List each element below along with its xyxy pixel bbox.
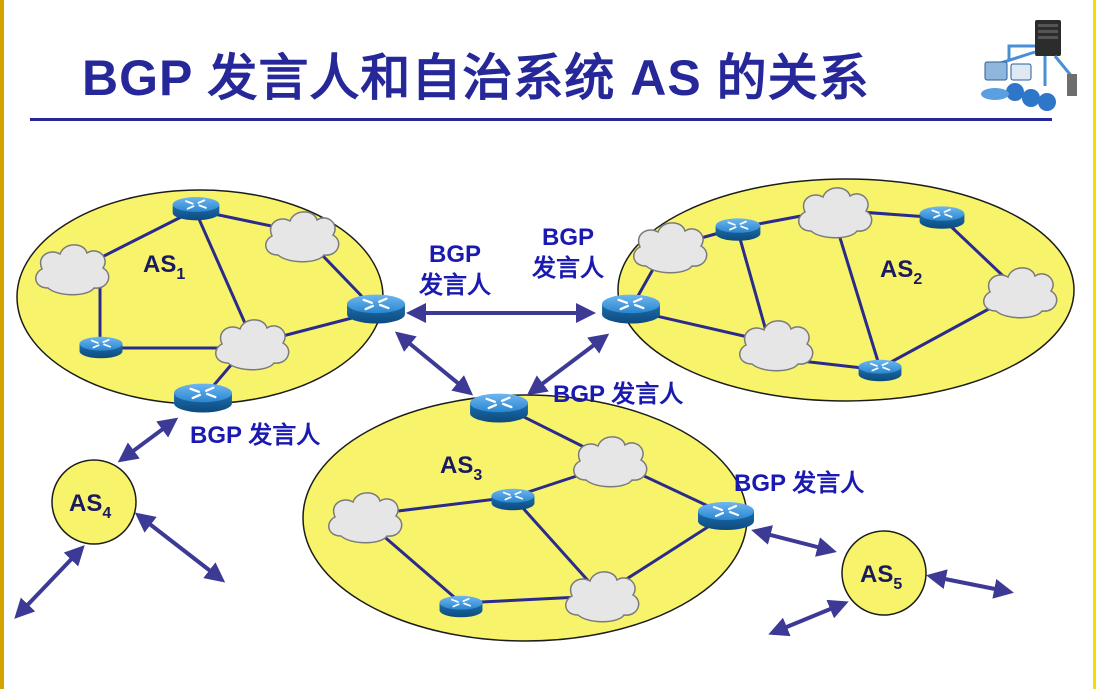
- page-title: BGP 发言人和自治系统 AS 的关系: [82, 50, 870, 106]
- router-icon: [857, 358, 903, 383]
- router-icon: [490, 487, 536, 512]
- router-icon: [78, 335, 124, 360]
- bgp-speaker-label-as1-right-line1: BGP: [429, 241, 481, 268]
- as5-region: [841, 530, 927, 616]
- bgp-link-as4-out2: [134, 512, 226, 583]
- bgp-speaker-label-as3-top: BGP 发言人: [553, 380, 683, 408]
- router-icon: [600, 293, 662, 325]
- bgp-arrows: [14, 303, 1014, 637]
- bgp-speaker-label-as3-right: BGP 发言人: [734, 469, 864, 497]
- as4-region: [51, 459, 137, 545]
- router-icon: [468, 392, 530, 424]
- router-icon: [918, 205, 966, 230]
- bgp-link-as5-out1: [926, 569, 1014, 599]
- network-servers-icon: [981, 20, 1077, 111]
- router-icon: [171, 196, 221, 222]
- bgp-speaker-label-as1-bottom: BGP 发言人: [190, 421, 320, 449]
- as5-label: AS5: [860, 561, 902, 593]
- bgp-speaker-label-as1-right-line2: 发言人: [418, 271, 491, 299]
- bgp-link-as4-out1: [14, 545, 85, 619]
- bgp-link-as1-as4: [117, 417, 179, 463]
- router-icon: [438, 594, 484, 619]
- router-icon: [714, 217, 762, 242]
- as4-label: AS4: [69, 490, 111, 522]
- as3-label: AS3: [440, 452, 482, 484]
- title-underline: [30, 118, 1052, 121]
- bgp-speaker-label-as2-left-line1: BGP: [542, 224, 594, 251]
- network-cloud-icon: [633, 222, 708, 274]
- bgp-link-as3-as5: [751, 525, 837, 557]
- bgp-speaker-label-as2-left-line2: 发言人: [531, 254, 604, 282]
- right-edge-bar: [1093, 0, 1096, 689]
- left-edge-bar: [0, 0, 4, 689]
- bgp-link-as1-as3: [394, 331, 474, 396]
- bgp-link-as2-as3: [526, 333, 610, 396]
- router-icon: [696, 500, 756, 532]
- bgp-link-as5-out2: [768, 599, 849, 637]
- as2-label: AS2: [880, 256, 922, 288]
- router-icon: [345, 293, 407, 325]
- as1-label: AS1: [143, 251, 185, 283]
- router-icon: [172, 382, 234, 414]
